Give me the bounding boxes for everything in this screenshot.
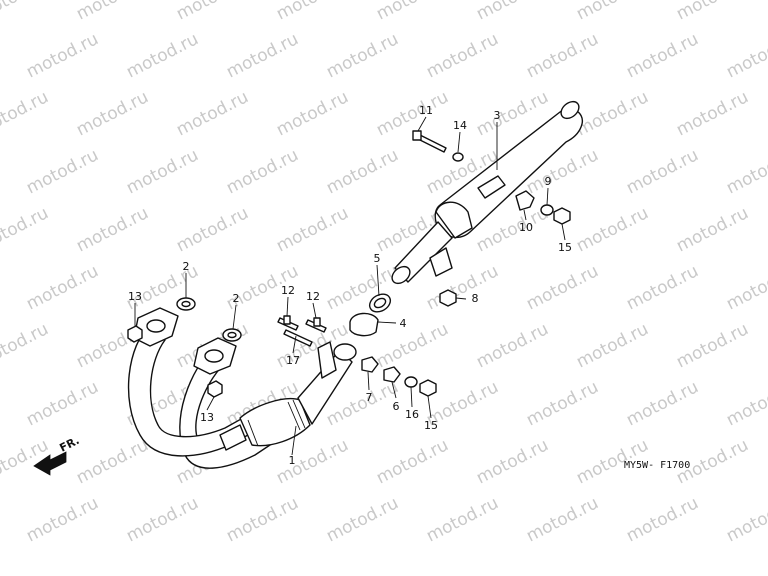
- watermark-text: motod.ru: [373, 435, 452, 488]
- watermark-text: motod.ru: [523, 29, 602, 82]
- watermark-text: motod.ru: [223, 493, 302, 546]
- watermark-text: motod.ru: [673, 0, 752, 24]
- watermark-text: motod.ru: [423, 493, 502, 546]
- watermark-text: motod.ru: [323, 29, 402, 82]
- watermark-text: motod.ru: [323, 493, 402, 546]
- watermark-text: motod.ru: [73, 0, 152, 24]
- watermark-text: motod.ru: [623, 377, 702, 430]
- watermark-text: motod.ru: [673, 87, 752, 140]
- gaskets-and-hardware: [127, 130, 571, 398]
- watermark-text: motod.ru: [473, 0, 552, 24]
- watermark-text: motod.ru: [573, 203, 652, 256]
- watermark-text: motod.ru: [73, 435, 152, 488]
- watermark-text: motod.ru: [173, 0, 252, 24]
- watermark-text: motod.ru: [423, 29, 502, 82]
- watermark-text: motod.ru: [23, 493, 102, 546]
- watermark-text: motod.ru: [723, 261, 768, 314]
- watermark-text: motod.ru: [573, 87, 652, 140]
- exhaust-pipe-assembly: [127, 307, 357, 469]
- watermark-text: motod.ru: [223, 145, 302, 198]
- watermark-text: motod.ru: [323, 145, 402, 198]
- callout-12a: 12: [281, 284, 295, 297]
- callout-12b: 12: [306, 290, 320, 303]
- watermark-text: motod.ru: [23, 145, 102, 198]
- callout-5: 5: [374, 252, 381, 265]
- callout-9: 9: [545, 175, 552, 188]
- front-label: FR.: [57, 434, 81, 455]
- front-arrow-icon: [33, 451, 67, 476]
- watermark-text: motod.ru: [473, 319, 552, 372]
- callout-16: 16: [405, 408, 419, 421]
- callout-17: 17: [286, 354, 300, 367]
- leader-lines: [134, 116, 566, 456]
- callout-11: 11: [419, 104, 433, 117]
- watermark-text: motod.ru: [173, 87, 252, 140]
- watermark-text: motod.ru: [723, 377, 768, 430]
- callout-2a: 2: [183, 260, 190, 273]
- watermark-text: motod.ru: [623, 261, 702, 314]
- callout-7: 7: [366, 391, 373, 404]
- watermark-text: motod.ru: [0, 203, 52, 256]
- watermark-text: motod.ru: [123, 29, 202, 82]
- watermark-text: motod.ru: [473, 435, 552, 488]
- callout-2b: 2: [233, 292, 240, 305]
- watermark-text: motod.ru: [23, 261, 102, 314]
- watermark-text: motod.ru: [373, 319, 452, 372]
- callout-13a: 13: [128, 290, 142, 303]
- watermark-text: motod.ru: [123, 493, 202, 546]
- callout-8: 8: [472, 292, 479, 305]
- callouts: 1 2 2 3 4 5 6 7 8 9 10 11 12 12 13 13 14…: [128, 104, 572, 467]
- watermark-text: motod.ru: [73, 203, 152, 256]
- watermark-text: motod.ru: [623, 493, 702, 546]
- callout-15b: 15: [424, 419, 438, 432]
- watermark-text: motod.ru: [223, 29, 302, 82]
- watermark-text: motod.ru: [0, 0, 52, 24]
- watermark-text: motod.ru: [573, 0, 652, 24]
- watermark-text: motod.ru: [273, 87, 352, 140]
- callout-4: 4: [400, 317, 407, 330]
- watermark-text: motod.ru: [173, 203, 252, 256]
- watermark-text: motod.ru: [673, 203, 752, 256]
- watermark-text: motod.ru: [73, 87, 152, 140]
- watermark-text: motod.ru: [23, 377, 102, 430]
- watermark-text: motod.ru: [523, 493, 602, 546]
- watermark-text: motod.ru: [0, 87, 52, 140]
- callout-3: 3: [494, 109, 501, 122]
- watermark-text: motod.ru: [723, 145, 768, 198]
- callout-13b: 13: [200, 411, 214, 424]
- callout-15a: 15: [558, 241, 572, 254]
- watermark-text: motod.ru: [123, 145, 202, 198]
- watermark-text: motod.ru: [523, 377, 602, 430]
- watermark-text: motod.ru: [523, 261, 602, 314]
- callout-10: 10: [519, 221, 533, 234]
- watermark-text: motod.ru: [23, 29, 102, 82]
- watermark-text: motod.ru: [323, 261, 402, 314]
- watermark-text: motod.ru: [573, 319, 652, 372]
- watermark-text: motod.ru: [623, 29, 702, 82]
- watermark-text: motod.ru: [273, 0, 352, 24]
- callout-6: 6: [393, 400, 400, 413]
- watermark-text: motod.ru: [0, 319, 52, 372]
- watermark-text: motod.ru: [273, 435, 352, 488]
- watermark-text: motod.ru: [273, 203, 352, 256]
- watermark-text: motod.ru: [673, 319, 752, 372]
- callout-1: 1: [289, 454, 296, 467]
- watermark-text: motod.ru: [723, 29, 768, 82]
- watermark-text: motod.ru: [623, 145, 702, 198]
- callout-14: 14: [453, 119, 467, 132]
- muffler: [391, 100, 584, 285]
- watermark-text: motod.ru: [373, 0, 452, 24]
- watermark-text: motod.ru: [723, 493, 768, 546]
- figure-code: MY5W- F1700: [624, 460, 690, 471]
